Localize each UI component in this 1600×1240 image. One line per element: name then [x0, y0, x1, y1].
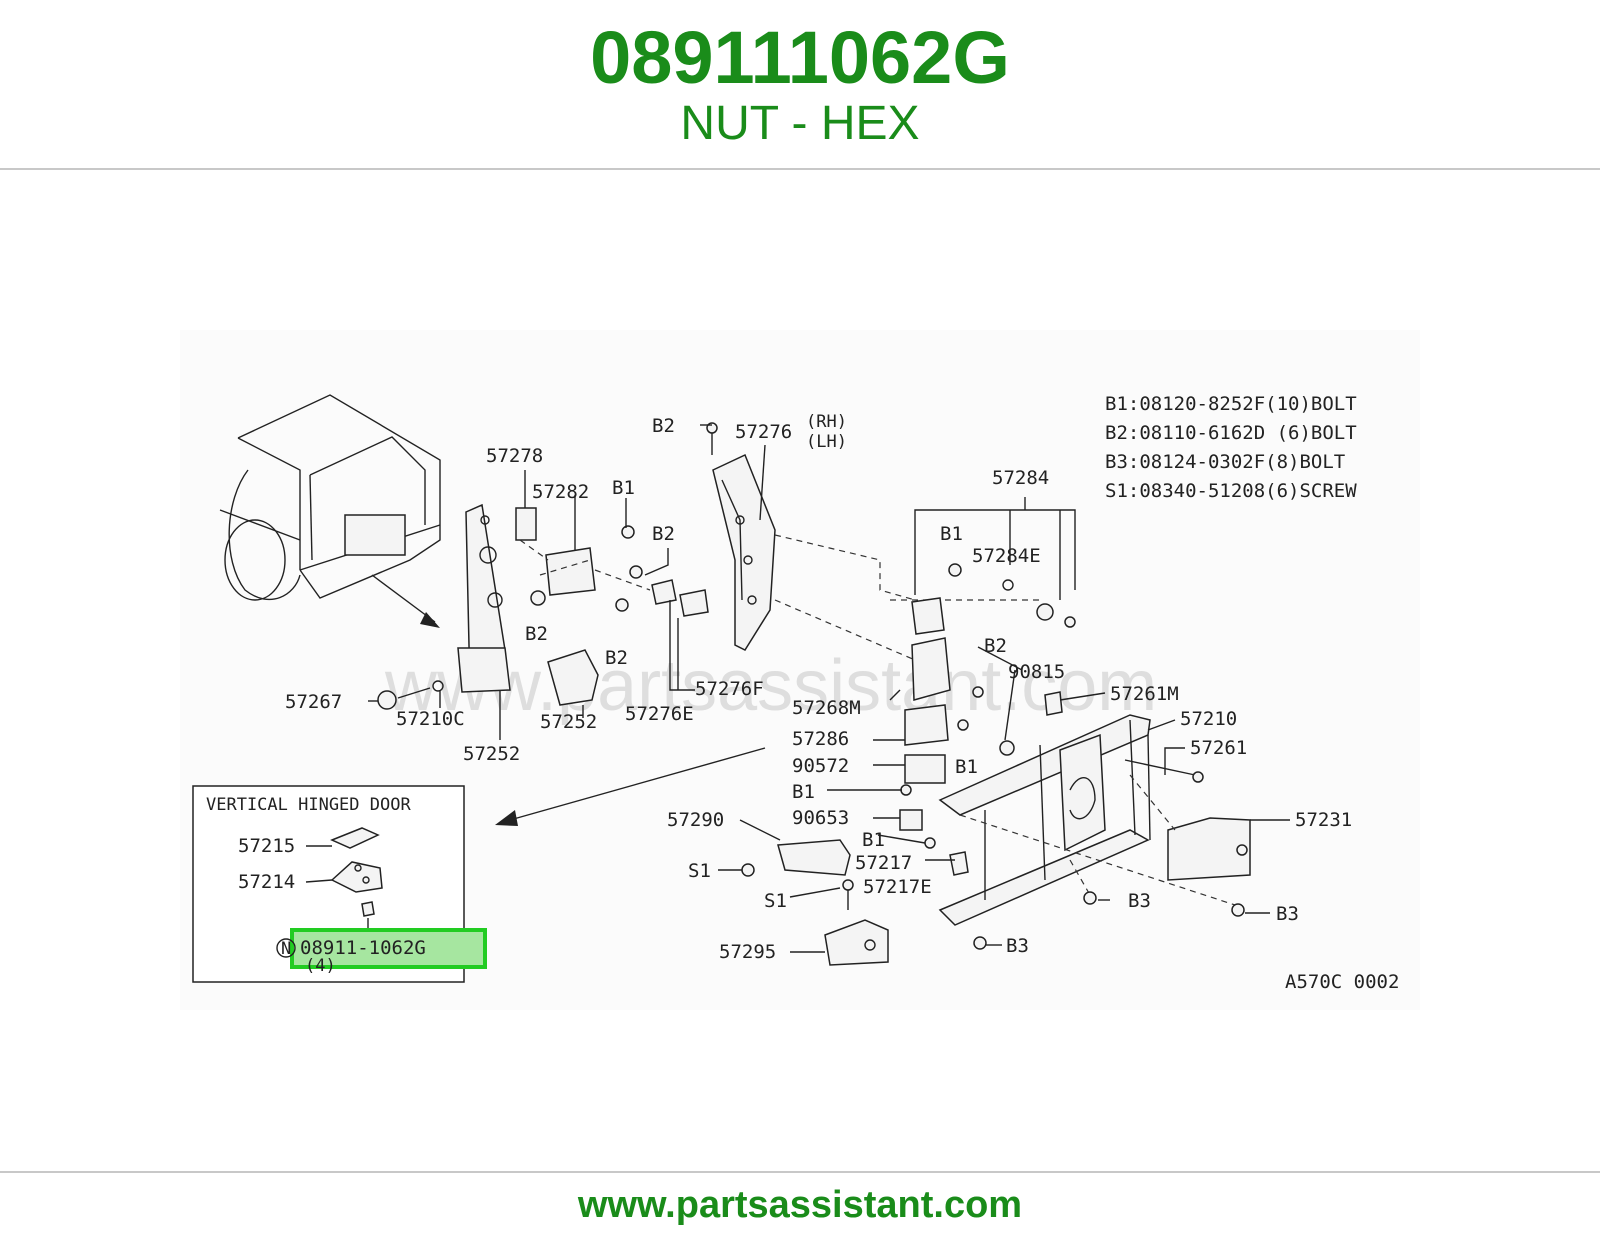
callout-b2-c: B2	[525, 623, 548, 645]
callout-b3-c: B3	[1006, 935, 1029, 957]
legend-b3: B3:08124-0302F(8)BOLT	[1105, 451, 1345, 473]
legend-b2: B2:08110-6162D (6)BOLT	[1105, 422, 1357, 444]
callout-s1-b: S1	[764, 890, 787, 912]
inset-title: VERTICAL HINGED DOOR	[206, 795, 411, 815]
callout-57276e: 57276E	[625, 703, 694, 725]
part-57252-bracket	[377, 503, 599, 710]
callout-57252-a: 57252	[463, 743, 520, 765]
callout-57276-rh: (RH)	[806, 412, 847, 432]
callout-57261m: 57261M	[1110, 683, 1179, 705]
highlight-marker: N	[281, 939, 291, 959]
callout-57217e: 57217E	[863, 876, 932, 898]
callout-57295: 57295	[719, 941, 776, 963]
callout-57217: 57217	[855, 852, 912, 874]
header-divider	[0, 168, 1600, 170]
callout-90815: 90815	[1008, 661, 1065, 683]
watermark-text: www.partsassistant.com	[384, 646, 1157, 726]
callout-57276-lh: (LH)	[806, 432, 847, 452]
callout-b2-a: B2	[652, 523, 675, 545]
inset-callout-57215: 57215	[238, 835, 295, 857]
callout-90653: 90653	[792, 807, 849, 829]
callout-57252-b: 57252	[540, 711, 597, 733]
callout-57276f: 57276F	[695, 678, 764, 700]
callout-57210c: 57210C	[396, 708, 465, 730]
callout-b1-c: B1	[955, 756, 978, 778]
callout-57278: 57278	[486, 445, 543, 467]
vehicle-rear-sketch	[219, 394, 441, 628]
callout-57284: 57284	[992, 467, 1049, 489]
callout-57290: 57290	[667, 809, 724, 831]
inset-vertical-hinged-door: VERTICAL HINGED DOOR 57215 57214 N 08911…	[192, 785, 487, 983]
part-description: NUT - HEX	[680, 97, 920, 150]
highlight-box[interactable]	[290, 928, 487, 969]
marker-circle	[276, 938, 296, 958]
footer-divider	[0, 1171, 1600, 1173]
callout-b3-a: B3	[1128, 890, 1151, 912]
callout-b2-d: B2	[605, 647, 628, 669]
figure-code: A570C 0002	[1285, 971, 1399, 993]
callout-b1-e: B1	[862, 829, 885, 851]
bolt-legend: B1:08120-8252F(10)BOLT B2:08110-6162D (6…	[1105, 393, 1357, 502]
callout-b2-top: B2	[652, 415, 675, 437]
page-title-part-number: 089111062G	[590, 16, 1010, 99]
callout-57286: 57286	[792, 728, 849, 750]
callout-90572: 90572	[792, 755, 849, 777]
legend-b1: B1:08120-8252F(10)BOLT	[1105, 393, 1357, 415]
callout-b3-b: B3	[1276, 903, 1299, 925]
callout-57261: 57261	[1190, 737, 1247, 759]
callout-b1-a: B1	[612, 477, 635, 499]
callout-57231: 57231	[1295, 809, 1352, 831]
callout-b2-e: B2	[984, 635, 1007, 657]
callout-57267: 57267	[285, 691, 342, 713]
footer-site-link[interactable]: www.partsassistant.com	[577, 1184, 1023, 1226]
callout-b1-d: B1	[792, 781, 815, 803]
leader-lines	[368, 424, 1290, 953]
callout-57284e: 57284E	[972, 545, 1041, 567]
part-57276-bracket	[706, 422, 776, 651]
highlight-qty: (4)	[305, 956, 336, 976]
callout-57276: 57276	[735, 421, 792, 443]
highlight-part-number: 08911-1062G	[300, 937, 426, 959]
callout-57282: 57282	[532, 481, 589, 503]
inset-callout-57214: 57214	[238, 871, 295, 893]
part-57210-frame	[938, 691, 1251, 950]
part-57290-57295	[741, 839, 889, 966]
callout-labels: 57278 57282 B1 B2 B2 57276 (RH) (LH) 572…	[285, 412, 1399, 993]
legend-s1: S1:08340-51208(6)SCREW	[1105, 480, 1357, 502]
part-57282-hinge	[515, 507, 709, 617]
callout-57210: 57210	[1180, 708, 1237, 730]
part-57284-group	[899, 497, 1076, 876]
callout-s1-a: S1	[688, 860, 711, 882]
callout-b1-b: B1	[940, 523, 963, 545]
callout-57268m: 57268M	[792, 697, 861, 719]
